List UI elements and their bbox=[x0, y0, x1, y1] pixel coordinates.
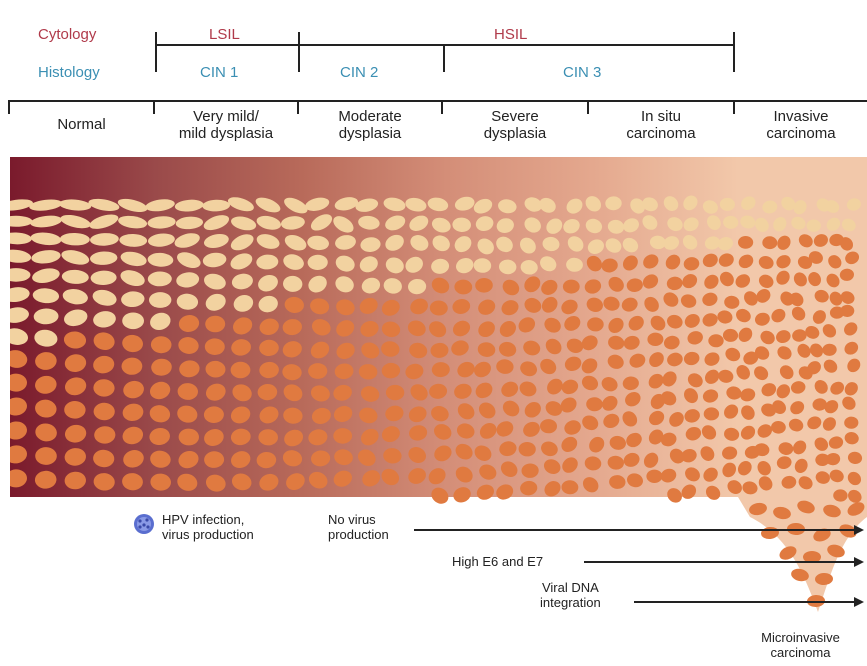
no-virus-arrow bbox=[414, 529, 854, 531]
histology-label: Histology bbox=[38, 64, 100, 81]
no-virus-label: No virusproduction bbox=[328, 512, 389, 542]
cell bbox=[646, 470, 662, 483]
e6-e7-arrowhead bbox=[854, 557, 864, 567]
bracket-tick-1 bbox=[155, 32, 157, 72]
stage-tick-0 bbox=[8, 100, 10, 114]
stage-normal: Normal bbox=[10, 116, 153, 133]
lsil-label: LSIL bbox=[205, 26, 244, 43]
e6-e7-arrow bbox=[584, 561, 854, 563]
cell bbox=[149, 292, 171, 308]
cin1-label: CIN 1 bbox=[200, 64, 238, 81]
stage-mild: Very mild/mild dysplasia bbox=[155, 108, 297, 142]
stage-severe: Severedysplasia bbox=[443, 108, 587, 142]
cell bbox=[122, 313, 144, 330]
cin2-label: CIN 2 bbox=[340, 64, 378, 81]
cell bbox=[563, 280, 580, 294]
no-virus-arrowhead bbox=[854, 525, 864, 535]
cin3-label: CIN 3 bbox=[563, 64, 601, 81]
viral-dna-label: Viral DNAintegration bbox=[540, 580, 601, 610]
bracket-tick-2 bbox=[298, 32, 300, 72]
bracket-tick-cin bbox=[443, 46, 445, 72]
cell bbox=[738, 236, 753, 249]
stage-insitu: In situcarcinoma bbox=[589, 108, 733, 142]
stage-bracket-line bbox=[8, 100, 867, 102]
microinvasive-label: Microinvasivecarcinoma bbox=[738, 630, 863, 660]
hpv-infection-label: HPV infection,virus production bbox=[162, 512, 254, 542]
viral-dna-arrowhead bbox=[854, 597, 864, 607]
stage-moderate: Moderatedysplasia bbox=[299, 108, 441, 142]
cell bbox=[231, 362, 251, 378]
e6-e7-label: High E6 and E7 bbox=[452, 554, 543, 569]
cell bbox=[308, 363, 327, 379]
viral-dna-arrow bbox=[634, 601, 854, 603]
stage-invasive: Invasivecarcinoma bbox=[735, 108, 867, 142]
epithelium-illustration bbox=[10, 157, 867, 617]
hpv-virus-icon bbox=[132, 512, 156, 536]
bracket-tick-3 bbox=[733, 32, 735, 72]
cytology-label: Cytology bbox=[38, 26, 96, 43]
cytology-bracket-line bbox=[155, 44, 735, 46]
hsil-label: HSIL bbox=[490, 26, 531, 43]
